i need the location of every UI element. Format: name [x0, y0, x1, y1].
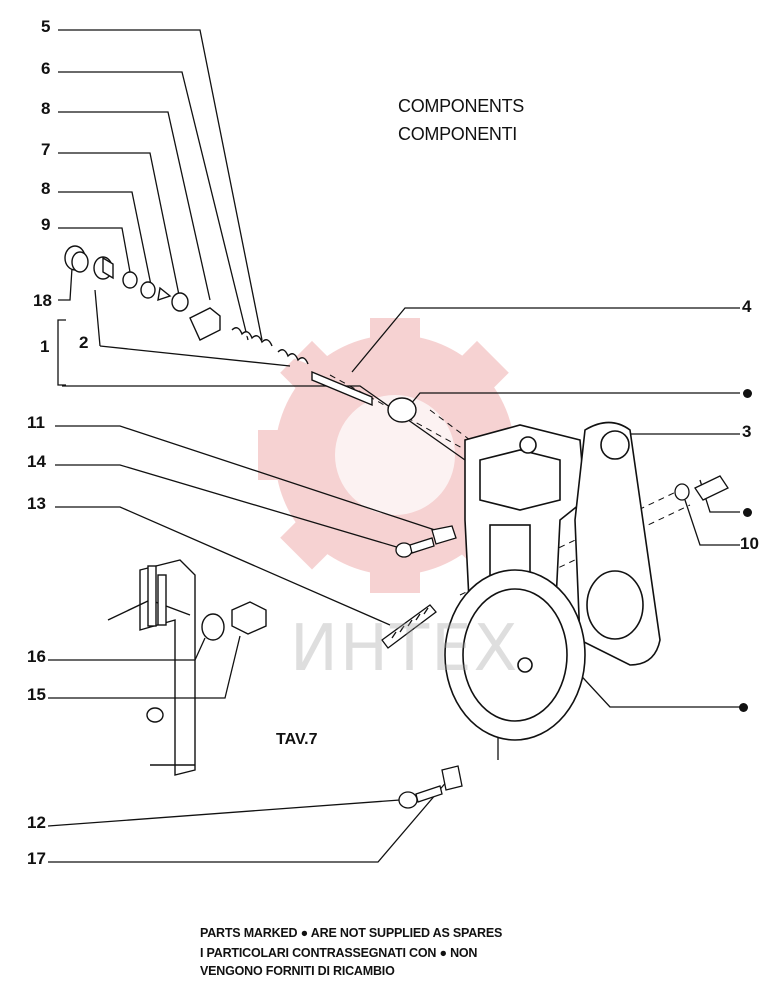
callout-17: 17	[27, 849, 46, 868]
callout-3: 3	[742, 422, 752, 441]
callout-11: 11	[27, 413, 45, 432]
callout-10: 10	[740, 534, 759, 553]
callout-8a: 8	[41, 99, 51, 118]
title-italian: COMPONENTI	[398, 124, 518, 144]
main-housing	[444, 421, 661, 741]
callout-5: 5	[41, 17, 51, 36]
callout-9: 9	[41, 215, 51, 234]
not-supplied-marker	[743, 389, 752, 398]
callout-4: 4	[742, 297, 752, 316]
callout-8b: 8	[41, 179, 51, 198]
callout-6: 6	[41, 59, 51, 78]
not-supplied-marker	[743, 508, 752, 517]
small-parts	[64, 245, 417, 423]
callout-12: 12	[27, 813, 46, 832]
callout-7: 7	[41, 140, 51, 159]
footer-note-line2: I PARTICOLARI CONTRASSEGNATI CON ● NON	[200, 946, 478, 960]
reference-tav: TAV.7	[276, 731, 318, 748]
callout-2: 2	[79, 333, 89, 352]
callout-15: 15	[27, 685, 46, 704]
callout-18: 18	[33, 291, 52, 310]
watermark-text: ИНТЕХ	[290, 612, 520, 686]
callout-13: 13	[27, 494, 46, 513]
footer-note-line3: VENGONO FORNITI DI RICAMBIO	[200, 964, 395, 978]
title-english: COMPONENTS	[398, 96, 525, 116]
footer-note-line1: PARTS MARKED ● ARE NOT SUPPLIED AS SPARE…	[200, 926, 503, 940]
not-supplied-marker	[739, 703, 748, 712]
callout-16: 16	[27, 647, 46, 666]
callout-1: 1	[40, 337, 50, 356]
callout-14: 14	[27, 452, 46, 471]
inset-assembly	[107, 559, 267, 776]
